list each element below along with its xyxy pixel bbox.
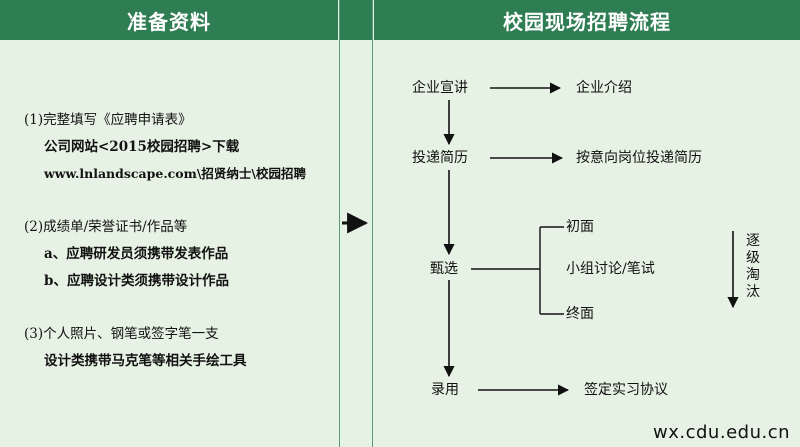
- material-3-line1: 设计类携带马克笔等相关手绘工具: [44, 353, 247, 369]
- flow-step-4: 录用: [431, 382, 459, 398]
- watermark: wx.cdu.edu.cn: [653, 422, 790, 443]
- material-1-line1: 公司网站<2015校园招聘>下载: [44, 139, 240, 155]
- flow-step-1: 企业宣讲: [412, 80, 468, 96]
- elimination-char: 淘: [746, 267, 760, 283]
- flow-step-2-result: 按意向岗位投递简历: [576, 150, 702, 166]
- elimination-char: 级: [746, 250, 760, 266]
- flow-branch-2: 小组讨论/笔试: [566, 261, 655, 277]
- material-2-line2: b、应聘设计类须携带设计作品: [44, 273, 229, 289]
- column-divider-left: [339, 0, 340, 447]
- flow-branch-1: 初面: [566, 219, 594, 235]
- flow-step-4-result: 签定实习协议: [584, 382, 668, 398]
- flow-branch-3: 终面: [566, 306, 594, 322]
- flow-step-3: 甄选: [430, 261, 458, 277]
- flow-step-2: 投递简历: [412, 150, 468, 166]
- elimination-label: 逐 级 淘 汰: [743, 233, 763, 301]
- elimination-char: 逐: [746, 233, 760, 249]
- flow-step-1-result: 企业介绍: [576, 80, 632, 96]
- column-divider-right: [372, 0, 373, 447]
- material-2-line1: a、应聘研发员须携带发表作品: [44, 246, 229, 262]
- left-header: 准备资料: [0, 0, 338, 40]
- material-2-title: (2)成绩单/荣誉证书/作品等: [24, 219, 188, 235]
- middle-header-band: [340, 0, 372, 40]
- material-3-title: (3)个人照片、钢笔或签字笔一支: [24, 326, 219, 342]
- right-header: 校园现场招聘流程: [374, 0, 800, 40]
- material-1-line2: www.lnlandscape.com\招贤纳士\校园招聘: [44, 166, 306, 181]
- elimination-char: 汰: [746, 284, 760, 300]
- material-1-title: (1)完整填写《应聘申请表》: [24, 112, 192, 128]
